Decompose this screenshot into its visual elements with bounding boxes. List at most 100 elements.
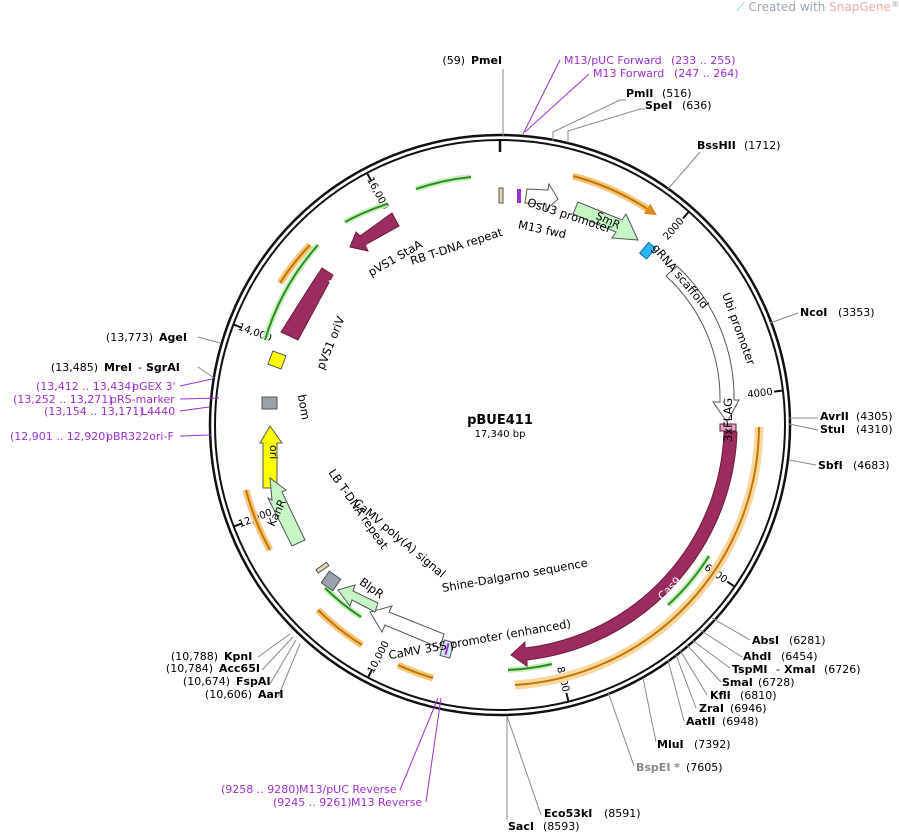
svg-text:M13 Reverse: M13 Reverse	[351, 796, 422, 809]
primer-label-pgex3: (13,412 .. 13,434)pGEX 3'	[36, 380, 176, 393]
site-label-fspai: (10,674)FspAI	[183, 675, 271, 688]
primer-label-pbr322: (12,901 .. 12,920)pBR322ori-F	[10, 430, 174, 443]
site-label-saci: SacI (8593)	[508, 820, 580, 833]
svg-text:pGEX 3': pGEX 3'	[132, 380, 176, 393]
label-lb: LB T-DNA repeat	[326, 466, 392, 552]
site-label-avrii: AvrII(4305)	[820, 410, 893, 423]
svg-text:(13,412 .. 13,434): (13,412 .. 13,434)	[36, 380, 136, 393]
site-label-mlui: MluI(7392)	[657, 738, 731, 751]
svg-text:PmlI: PmlI	[626, 87, 653, 100]
svg-text:FspAI: FspAI	[236, 675, 271, 688]
svg-text:PmeI: PmeI	[471, 54, 502, 67]
svg-text:KflI: KflI	[710, 689, 731, 702]
svg-text:Acc65I: Acc65I	[219, 662, 260, 675]
site-label-aatii: AatII (6948)	[686, 715, 759, 728]
svg-text:(636): (636)	[682, 99, 712, 112]
tick-mark	[232, 323, 243, 329]
primer-label-m13puc-rev: (9258 .. 9280)M13/pUC Reverse	[221, 783, 397, 796]
svg-text:(10,788): (10,788)	[171, 650, 218, 663]
feature-kanr-arrow	[266, 476, 306, 547]
site-label-kpni: (10,788) KpnI	[171, 650, 252, 663]
svg-text:NcoI: NcoI	[800, 306, 827, 319]
tick-label: 2000	[662, 216, 687, 242]
feature-m13fwd-box	[517, 189, 521, 203]
site-label-eco53ki: Eco53kI(8591)	[544, 807, 641, 820]
feature-m13rev-primer-mark	[444, 642, 450, 656]
tick-label: 10,000	[366, 639, 392, 675]
feature-pvs1-repa-arrow	[280, 267, 334, 341]
tick-mark	[773, 389, 784, 393]
site-label-aari: (10,606)AarI	[205, 688, 284, 701]
feature-pvs1-staa-arrow	[349, 212, 400, 252]
svg-text:(1712): (1712)	[744, 139, 781, 152]
svg-text:(6810): (6810)	[740, 689, 777, 702]
svg-text:AgeI: AgeI	[159, 331, 187, 344]
svg-text:(6946): (6946)	[730, 702, 767, 715]
site-label-tspmi: TspMI-XmaI(6726)	[732, 663, 861, 676]
svg-text:XmaI: XmaI	[784, 663, 815, 676]
label-m13fwd: M13 fwd	[517, 217, 568, 241]
svg-text:(6728): (6728)	[758, 676, 795, 689]
site-label-ahdi: AhdI(6454)	[743, 650, 818, 663]
svg-text:(4310): (4310)	[856, 423, 893, 436]
svg-text:ZraI: ZraI	[699, 702, 724, 715]
site-label-ncoi: NcoI(3353)	[800, 306, 875, 319]
tick-mark	[726, 580, 736, 588]
site-label-mrei: (13,485) MreI-SgrAI	[51, 361, 180, 374]
feature-grna-box	[638, 241, 657, 260]
feature-ori-arrow	[259, 425, 283, 489]
site-label-smai: SmaI (6728)	[722, 676, 795, 689]
svg-text:TspMI: TspMI	[732, 663, 768, 676]
feature-flag-box	[719, 423, 737, 432]
svg-text:(13,154 .. 13,171): (13,154 .. 13,171)	[44, 405, 144, 418]
site-label-sbfi: SbfI(4683)	[818, 459, 890, 472]
plasmid-name: pBUE411	[467, 413, 533, 428]
svg-text:-: -	[776, 663, 780, 676]
site-label-pmli: PmlI(516)	[626, 87, 692, 100]
svg-text:SmaI: SmaI	[722, 676, 753, 689]
primer-label-m13-fwd: M13 Forward (247 .. 264)	[593, 67, 739, 80]
svg-text:AatII: AatII	[686, 715, 715, 728]
feature-bom-box	[261, 396, 278, 410]
svg-text:(13,773): (13,773)	[106, 331, 153, 344]
tick-mark	[565, 692, 570, 702]
tick-mark	[233, 522, 243, 528]
svg-text:SacI: SacI	[508, 820, 534, 833]
svg-text:(8593): (8593)	[543, 820, 580, 833]
site-label-bsshii: BssHII(1712)	[697, 139, 781, 152]
svg-text:pBR322ori-F: pBR322ori-F	[106, 430, 174, 443]
site-label-stui: StuI(4310)	[820, 423, 893, 436]
svg-text:(9245 .. 9261): (9245 .. 9261)	[273, 796, 352, 809]
site-label-acc65i: (10,784) Acc65I	[166, 662, 260, 675]
primer-label-m13puc-fwd: M13/pUC Forward(233 .. 255)	[564, 54, 736, 67]
svg-text:AarI: AarI	[258, 688, 283, 701]
svg-text:(247 .. 264): (247 .. 264)	[674, 67, 739, 80]
feature-smr-arrow	[572, 201, 639, 241]
svg-text:(13,485): (13,485)	[51, 361, 98, 374]
svg-text:-: -	[138, 361, 142, 374]
svg-text:MreI: MreI	[104, 361, 132, 374]
feature-camv35s-arrow	[369, 605, 445, 649]
svg-text:M13/pUC Forward: M13/pUC Forward	[564, 54, 662, 67]
site-label-pmei: (59) PmeI	[442, 54, 502, 67]
plasmid-size: 17,340 bp	[475, 429, 526, 440]
svg-text:M13 Forward: M13 Forward	[593, 67, 664, 80]
site-label-bspei: BspEI *(7605)	[636, 761, 723, 774]
svg-text:(7392): (7392)	[694, 738, 731, 751]
svg-text:SgrAI: SgrAI	[146, 361, 180, 374]
label-flag: 3xFLAG	[721, 398, 735, 442]
primer-leader-lines	[179, 59, 590, 803]
svg-text:(6948): (6948)	[722, 715, 759, 728]
svg-text:(59): (59)	[442, 54, 465, 67]
label-bom: bom	[295, 393, 313, 421]
site-label-zrai: ZraI (6946)	[699, 702, 767, 715]
svg-text:SpeI: SpeI	[645, 99, 672, 112]
site-label-agei: (13,773) AgeI	[106, 331, 187, 344]
svg-text:(6281): (6281)	[789, 634, 826, 647]
feature-osu3-arrow	[524, 182, 559, 212]
feature-rb-box	[498, 187, 504, 204]
site-label-spei: SpeI (636)	[645, 99, 712, 112]
svg-text:(10,784): (10,784)	[166, 662, 213, 675]
svg-text:(8591): (8591)	[604, 807, 641, 820]
svg-text:KpnI: KpnI	[224, 650, 252, 663]
